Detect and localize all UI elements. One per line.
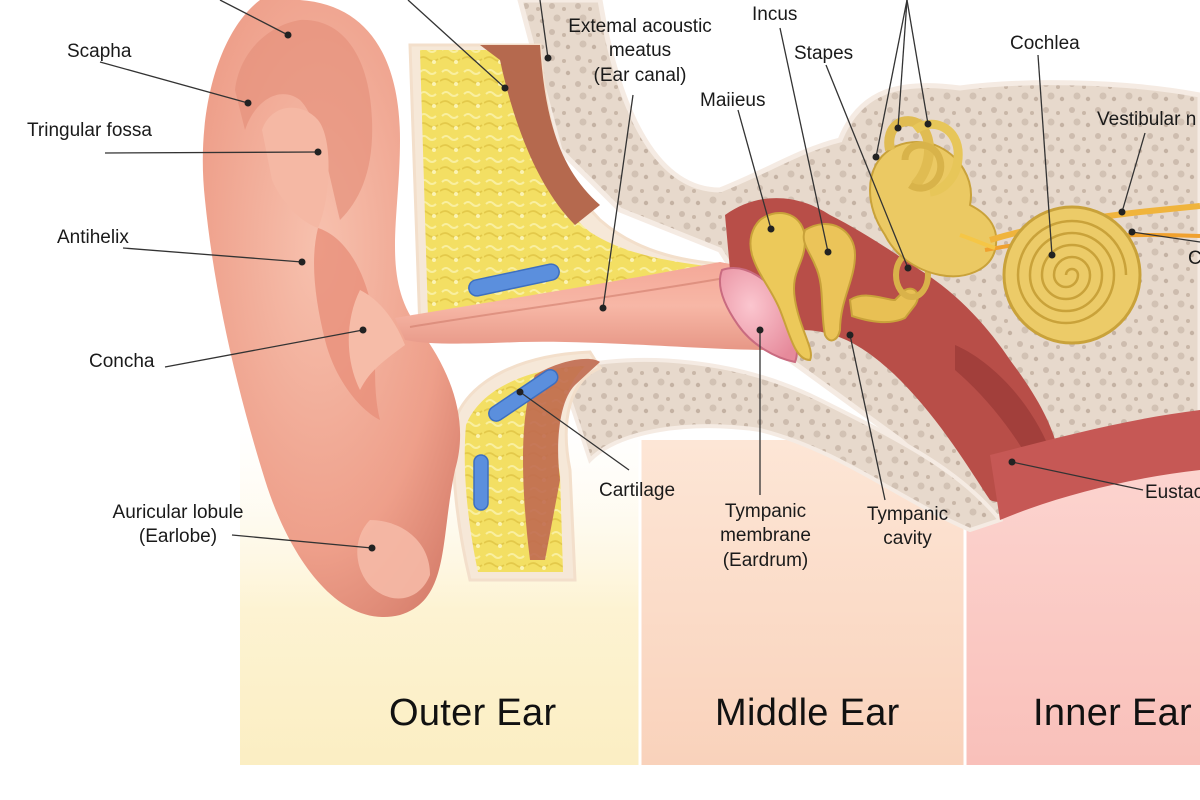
- region-title-outer-ear: Outer Ear: [389, 692, 557, 734]
- label-stapes: Stapes: [794, 43, 854, 64]
- label-tympanic-membrane: Tympanic membrane (Eardrum): [720, 501, 811, 571]
- region-title-inner-ear: Inner Ear: [1033, 692, 1193, 734]
- label-external-acoustic-meatus: Extemal acoustic meatus (Ear canal): [568, 16, 712, 86]
- label-triangular-fossa: Tringular fossa: [27, 120, 152, 141]
- label-auricular-lobule: Auricular lobule (Earlobe): [112, 502, 244, 548]
- label-antihelix: Antihelix: [57, 227, 129, 248]
- label-scapha: Scapha: [67, 41, 132, 62]
- label-vestibular-nerve: Vestibular n: [1097, 109, 1197, 130]
- label-malleus: Maiieus: [700, 90, 766, 111]
- label-cartilage: Cartilage: [599, 480, 676, 501]
- region-title-middle-ear: Middle Ear: [715, 692, 900, 734]
- label-eustachian-tube: Eustac: [1145, 482, 1200, 503]
- label-incus: Incus: [752, 4, 798, 25]
- label-tympanic-cavity: Tympanic cavity: [866, 504, 949, 550]
- label-cochlea: Cochlea: [1010, 33, 1080, 54]
- label-concha: Concha: [89, 351, 155, 372]
- label-cochlear-nerve: C: [1188, 248, 1200, 269]
